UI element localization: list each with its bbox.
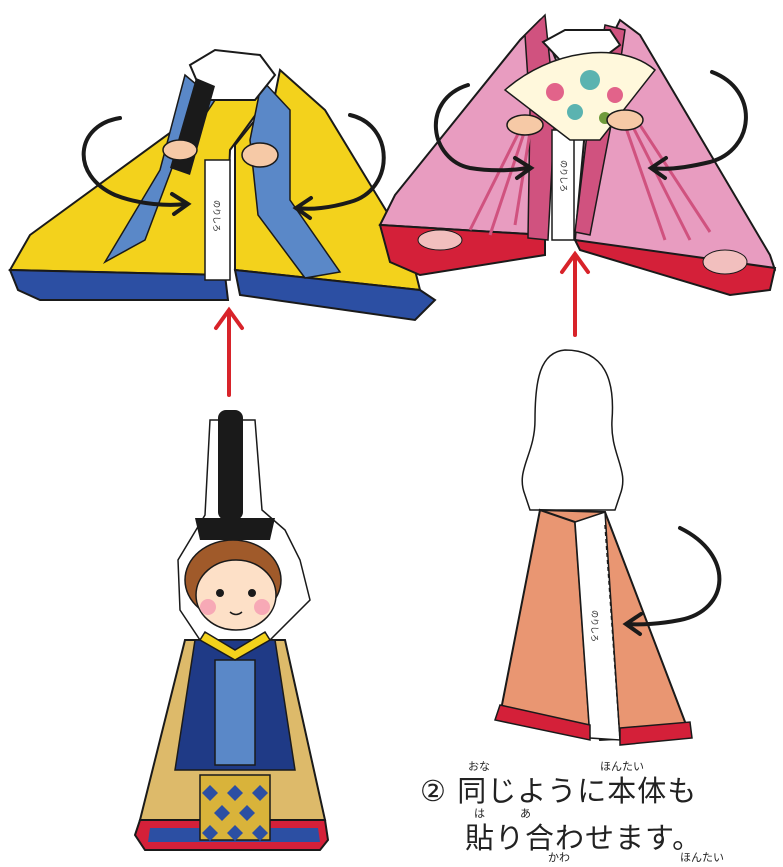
ruby-hontai-bottom: ほんたい	[680, 851, 724, 864]
ruby-a: あ	[520, 807, 531, 820]
rotation-arrow-right-1	[433, 83, 535, 180]
caption-line-2: 貼り合わせます。	[465, 821, 703, 855]
rotation-arrow-right-2	[647, 70, 748, 180]
body-cone-illustration	[494, 349, 693, 746]
ruby-hontai: ほんたい	[600, 760, 644, 773]
norishiro-label-left: のりしろ	[212, 200, 221, 232]
ruby-onaji: おな	[468, 760, 490, 773]
red-up-arrow-left	[214, 306, 244, 397]
norishiro-label-body: のりしろ	[590, 610, 599, 642]
ruby-ha: は	[474, 807, 485, 820]
pink-robe-illustration	[378, 13, 777, 297]
ruby-kawa: かわ	[548, 851, 570, 864]
caption-line-1: ② 同じように本体も	[420, 774, 698, 808]
rotation-arrow-left-2	[292, 113, 386, 220]
red-up-arrow-right	[560, 250, 590, 337]
rotation-arrow-left-1	[81, 116, 192, 216]
male-doll-illustration	[133, 410, 330, 851]
norishiro-label-right: のりしろ	[559, 160, 568, 192]
rotation-arrow-body	[622, 526, 722, 636]
yellow-robe-illustration	[8, 48, 437, 322]
